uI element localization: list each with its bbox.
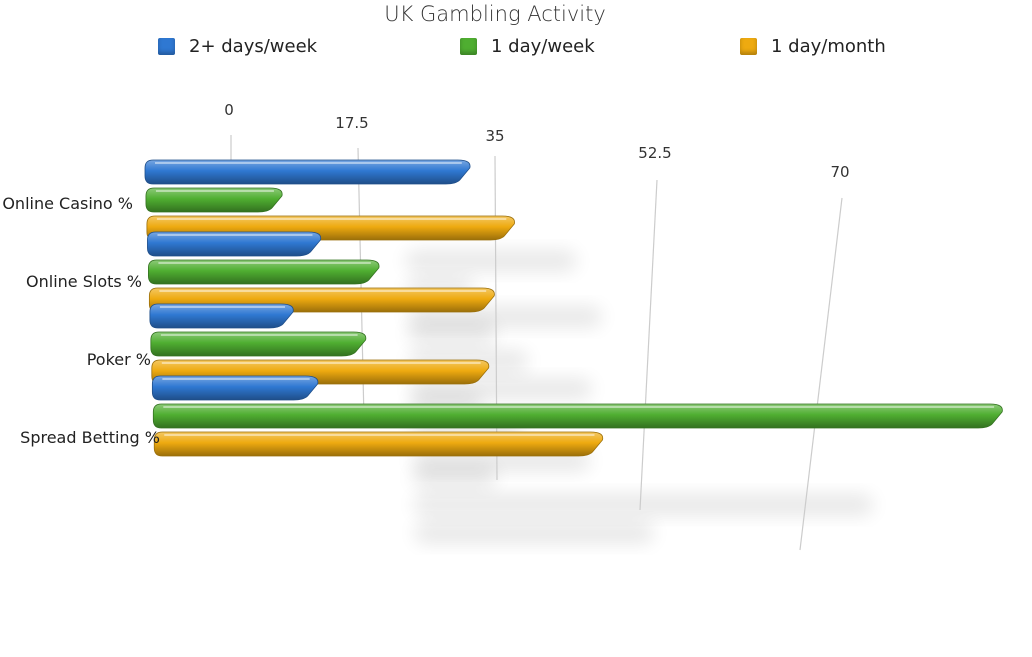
- bar-shadow: [412, 466, 497, 488]
- legend-label-series-0: 2+ days/week: [189, 36, 318, 57]
- x-tick-label-0: 0: [224, 101, 234, 119]
- bar-body: [152, 403, 1003, 429]
- legend-swatch-series-1: [460, 38, 477, 55]
- bar-1-0[interactable]: [147, 231, 322, 257]
- legend-item-series-1[interactable]: 1 day/week: [460, 36, 595, 57]
- legend-swatch-series-2: [740, 38, 757, 55]
- x-tick-label-2: 35: [485, 127, 504, 145]
- chart-title: UK Gambling Activity: [384, 2, 606, 26]
- bar-shadow: [413, 494, 874, 516]
- bar-0-1[interactable]: [145, 187, 283, 213]
- tick-layer: 0 17.5 35 52.5 70: [224, 101, 849, 181]
- bar-3-1[interactable]: [152, 403, 1003, 429]
- bar-3-0[interactable]: [151, 375, 319, 401]
- gridline-3: [639, 179, 658, 511]
- bar-1-1[interactable]: [148, 259, 380, 285]
- bar-shadow: [407, 322, 497, 344]
- x-tick-label-1: 17.5: [335, 114, 368, 132]
- category-label-1: Online Slots %: [26, 272, 142, 291]
- legend-item-series-2[interactable]: 1 day/month: [740, 36, 886, 57]
- category-label-3: Spread Betting %: [20, 428, 160, 447]
- legend-label-series-2: 1 day/month: [771, 36, 886, 57]
- bar-shadow: [414, 522, 655, 544]
- bar-2-0[interactable]: [149, 303, 294, 329]
- bar-body: [150, 331, 367, 357]
- bar-body: [145, 187, 283, 213]
- legend: 2+ days/week 1 day/week 1 day/month: [0, 36, 1032, 62]
- legend-swatch-series-0: [158, 38, 175, 55]
- legend-item-series-0[interactable]: 2+ days/week: [158, 36, 317, 57]
- x-tick-label-3: 52.5: [638, 144, 671, 162]
- gridline-4: [799, 197, 843, 551]
- bar-body: [151, 375, 319, 401]
- x-tick-label-4: 70: [830, 163, 849, 181]
- bar-0-0[interactable]: [144, 159, 471, 185]
- bar-body: [148, 259, 380, 285]
- bar-shadow: [405, 250, 578, 272]
- bar-body: [153, 431, 604, 457]
- bar-body: [149, 303, 294, 329]
- bar-body: [144, 159, 471, 185]
- bar-body: [147, 231, 322, 257]
- legend-label-series-1: 1 day/week: [491, 36, 595, 57]
- bar-layer: [144, 159, 1003, 457]
- category-label-layer: Online Casino % Online Slots % Poker % Spre…: [2, 194, 160, 447]
- category-label-2: Poker %: [87, 350, 151, 369]
- category-label-0: Online Casino %: [2, 194, 133, 213]
- bar-3-2[interactable]: [153, 431, 604, 457]
- bar-2-1[interactable]: [150, 331, 367, 357]
